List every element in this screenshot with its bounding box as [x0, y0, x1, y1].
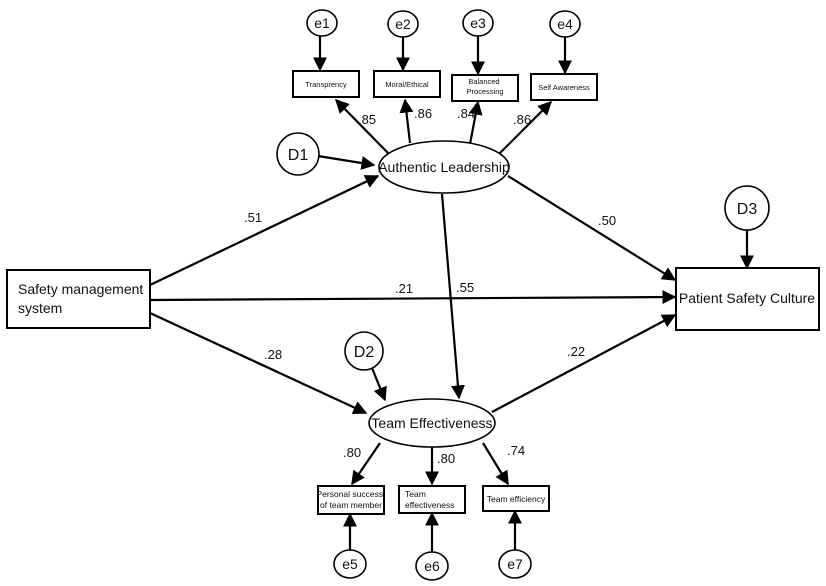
edge-sms-te — [149, 312, 368, 415]
coef-te-personal: .80 — [343, 445, 361, 460]
edge-al-psc — [507, 175, 677, 281]
coef-sms-al: .51 — [244, 210, 262, 225]
indicator-self-awareness: Self Awareness — [530, 73, 598, 101]
coef-te-psc: .22 — [567, 344, 585, 359]
error-e4: e4 — [549, 10, 581, 38]
error-e3-label: e3 — [470, 15, 486, 31]
indicator-moral-ethical-label: Moral/Ethical — [385, 80, 429, 89]
latent-authentic-leadership: Authentic Leadership — [378, 140, 510, 194]
outcome-patient-safety-culture-label: Patient Safety Culture — [679, 290, 815, 306]
indicator-balanced-processing: Balanced Processing — [451, 74, 519, 102]
coef-al-psc: .50 — [598, 213, 616, 228]
indicator-balanced-processing-label: Balanced Processing — [466, 77, 503, 96]
coef-al-te: .55 — [456, 280, 474, 295]
error-e3: e3 — [462, 9, 494, 37]
error-e5: e5 — [333, 549, 367, 579]
indicator-transparency-label: Transprency — [305, 80, 347, 89]
exogenous-safety-management-system-label: Safety management system — [18, 281, 147, 316]
disturbance-d1-label: D1 — [288, 147, 309, 164]
edge-al-self — [496, 101, 552, 157]
disturbance-d3-label: D3 — [737, 201, 758, 218]
coef-al-self: .86 — [513, 112, 531, 127]
coef-al-transparency: .85 — [358, 112, 376, 127]
error-e7: e7 — [498, 549, 532, 579]
indicator-transparency: Transprency — [292, 70, 360, 98]
edge-te-psc — [491, 314, 677, 413]
edge-al-balanced — [468, 100, 483, 145]
coef-sms-te: .28 — [264, 347, 282, 362]
indicator-personal-success: Personal success of team member — [317, 485, 386, 515]
disturbance-d2: D2 — [344, 331, 384, 371]
disturbance-d2-label: D2 — [354, 344, 375, 361]
error-e7-label: e7 — [507, 556, 523, 572]
coef-al-balanced: .84 — [457, 106, 475, 121]
latent-authentic-leadership-label: Authentic Leadership — [378, 159, 510, 175]
latent-team-effectiveness: Team Effectiveness — [368, 398, 496, 448]
edge-al-transparency — [335, 99, 389, 154]
edge-al-te — [440, 193, 465, 400]
error-e2: e2 — [387, 10, 419, 38]
edge-al-moral — [399, 98, 414, 144]
coef-al-moral: .86 — [414, 106, 432, 121]
indicator-moral-ethical: Moral/Ethical — [373, 70, 441, 98]
latent-team-effectiveness-label: Team Effectiveness — [371, 415, 492, 431]
indicator-team-effectiveness: Team effectiveness — [398, 485, 466, 514]
edge-te-efficiency — [482, 442, 509, 486]
indicator-team-effectiveness-label: Team effectiveness — [405, 489, 454, 510]
edges — [149, 36, 754, 552]
error-e5-label: e5 — [342, 556, 358, 572]
coef-te-efficiency: .74 — [507, 443, 525, 458]
coef-te-team: .80 — [437, 451, 455, 466]
edge-sms-psc — [149, 290, 677, 305]
edge-d1-al — [317, 154, 376, 170]
disturbance-d3: D3 — [724, 185, 770, 231]
edge-d2-te — [370, 367, 387, 402]
disturbance-d1: D1 — [276, 132, 320, 176]
error-e2-label: e2 — [395, 16, 411, 32]
error-e6-label: e6 — [424, 558, 440, 574]
edge-sms-al — [149, 175, 380, 286]
coef-sms-psc: .21 — [395, 281, 413, 296]
outcome-patient-safety-culture: Patient Safety Culture — [675, 267, 820, 331]
coefficients: .51 .21 .28 .55 .50 .22 .85 .86 .84 .86 … — [244, 106, 616, 466]
error-e6: e6 — [415, 551, 449, 581]
exogenous-safety-management-system: Safety management system — [6, 269, 151, 329]
error-e1-label: e1 — [314, 15, 330, 31]
indicator-self-awareness-label: Self Awareness — [538, 83, 590, 92]
indicator-personal-success-label: Personal success of team member — [317, 489, 386, 510]
error-e4-label: e4 — [557, 16, 573, 32]
indicator-team-efficiency-label: Team efficiency — [487, 494, 546, 504]
edge-te-personal — [351, 442, 381, 486]
error-e1: e1 — [306, 9, 338, 37]
indicator-team-efficiency: Team efficiency — [482, 485, 550, 512]
